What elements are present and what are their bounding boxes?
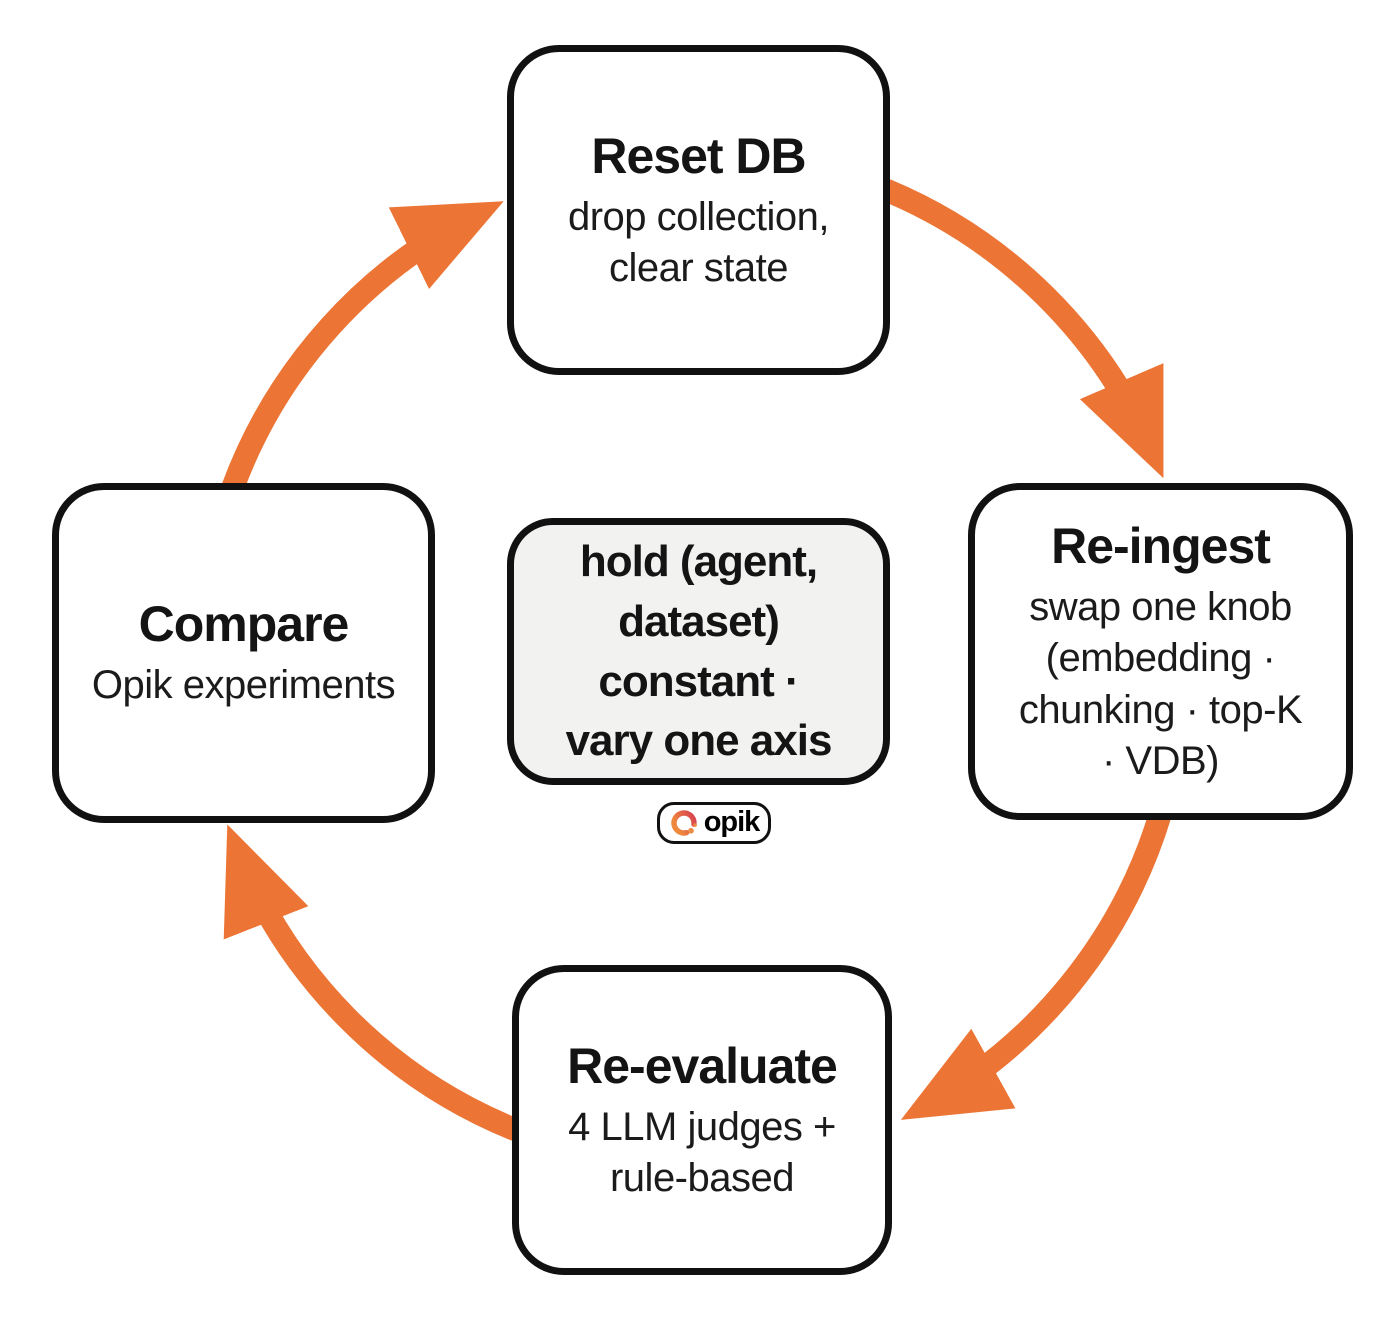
- subtitle-line: 4 LLM judges +: [568, 1104, 836, 1149]
- center-note-line: dataset): [618, 596, 780, 646]
- node-re-evaluate: Re-evaluate 4 LLM judges + rule-based: [512, 965, 892, 1275]
- subtitle-line: (embedding ·: [1045, 636, 1276, 681]
- node-reset-db-title: Reset DB: [591, 127, 806, 184]
- opik-logo-badge: opik: [657, 802, 771, 844]
- node-reset-db-subtitle: drop collection, clear state: [567, 192, 830, 294]
- opik-logo-icon: [670, 810, 697, 836]
- opik-logo-text: opik: [703, 805, 761, 838]
- center-note-line: constant ·: [598, 656, 799, 706]
- arrow-reset-to-ingest: [881, 179, 1164, 479]
- arrow-evaluate-to-compare: [223, 824, 521, 1141]
- subtitle-line: Opik experiments: [91, 663, 396, 708]
- center-constraint-note: hold (agent, dataset) constant · vary on…: [507, 518, 890, 785]
- subtitle-line: chunking · top-K: [1018, 687, 1303, 732]
- subtitle-line: · VDB): [1102, 738, 1220, 783]
- arrow-compare-to-reset: [222, 201, 504, 492]
- subtitle-line: swap one knob: [1029, 585, 1292, 630]
- subtitle-line: clear state: [608, 246, 789, 290]
- node-re-ingest-title: Re-ingest: [1051, 518, 1271, 575]
- node-compare: Compare Opik experiments: [52, 483, 435, 823]
- center-note-line: hold (agent,: [579, 536, 818, 586]
- center-note-line: vary one axis: [565, 716, 833, 766]
- arrow-ingest-to-evaluate: [900, 811, 1172, 1120]
- node-re-ingest: Re-ingest swap one knob (embedding · chu…: [968, 483, 1353, 820]
- node-compare-subtitle: Opik experiments: [91, 660, 396, 711]
- node-reset-db: Reset DB drop collection, clear state: [507, 45, 890, 375]
- node-compare-title: Compare: [138, 596, 350, 653]
- node-re-evaluate-title: Re-evaluate: [567, 1037, 838, 1094]
- subtitle-line: rule-based: [609, 1156, 795, 1200]
- node-re-evaluate-subtitle: 4 LLM judges + rule-based: [568, 1102, 836, 1204]
- node-re-ingest-subtitle: swap one knob (embedding · chunking · to…: [1018, 582, 1303, 787]
- subtitle-line: drop collection,: [567, 194, 830, 239]
